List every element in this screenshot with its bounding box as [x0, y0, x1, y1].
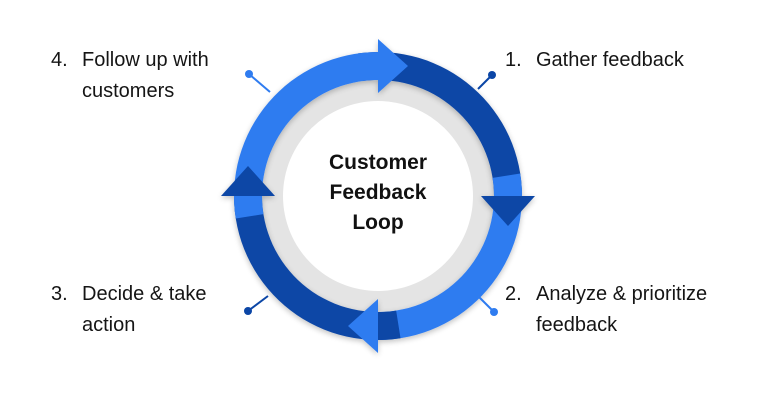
segment-follow-up-arc [233, 52, 378, 219]
step-number: 4. [51, 49, 68, 71]
title-line-2: Feedback [329, 181, 427, 204]
step-2-label: 2. Analyze & prioritize feedback [505, 279, 707, 341]
step-number: 1. [505, 49, 522, 71]
step-1-label: 1. Gather feedback [505, 45, 684, 76]
segment-decide-arrowhead-icon [221, 166, 275, 196]
step-4-label: 4. Follow up with customers [51, 45, 209, 107]
segment-analyze-arrowhead-icon [348, 299, 378, 353]
step-text-line-1: Gather feedback [536, 49, 684, 71]
segment-follow-up-arrowhead-icon [378, 39, 408, 93]
segment-gather-arrowhead-icon [481, 196, 535, 226]
connector-step-4-line [248, 73, 271, 93]
connector-step-3-dot [244, 307, 252, 315]
step-number: 2. [505, 283, 522, 305]
inner-white-circle [283, 101, 473, 291]
step-number: 3. [51, 283, 68, 305]
step-text-line-1: Decide & take [82, 283, 207, 305]
step-text-line-2: feedback [536, 314, 618, 336]
step-text-line-1: Follow up with [82, 49, 209, 71]
connector-step-3-line [247, 295, 269, 312]
title-line-3: Loop [352, 211, 404, 234]
diagram-title: Customer Feedback Loop [278, 148, 478, 238]
step-3-label: 3. Decide & take action [51, 279, 207, 341]
connector-step-4-dot [245, 70, 253, 78]
step-text-line-1: Analyze & prioritize [536, 283, 708, 305]
step-text-line-2: customers [82, 80, 175, 102]
title-line-1: Customer [328, 151, 428, 174]
connector-step-1-dot [488, 71, 496, 79]
connector-step-2-dot [490, 308, 498, 316]
step-text-line-2: action [82, 314, 136, 336]
